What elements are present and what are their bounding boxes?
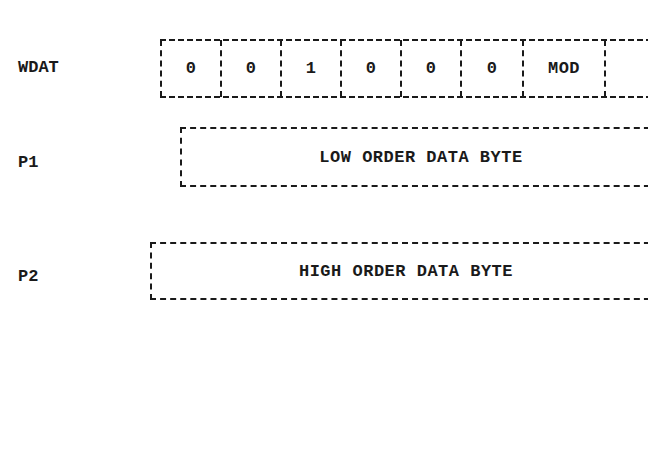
bit-value: 0 <box>426 59 437 78</box>
bit-field-cell: 0 <box>160 40 220 97</box>
bit-value: 0 <box>246 59 257 78</box>
register-name: WDAT <box>18 58 59 77</box>
register-name: P2 <box>18 267 38 286</box>
bit-value: 0 <box>487 59 498 78</box>
bit-value: 0 <box>366 59 377 78</box>
bit-field-cell: 0 <box>340 40 400 97</box>
bit-value: MOD <box>548 59 580 78</box>
register-name: P1 <box>18 153 38 172</box>
bit-field-cell: 0 <box>460 40 522 97</box>
field-text: LOW ORDER DATA BYTE <box>319 148 522 167</box>
data-byte-box: HIGH ORDER DATA BYTE <box>150 242 648 300</box>
bit-value: 0 <box>186 59 197 78</box>
bit-field-cell: 1 <box>280 40 340 97</box>
data-byte-box: LOW ORDER DATA BYTE <box>180 127 648 187</box>
bit-field-cell: 0 <box>400 40 460 97</box>
field-text: HIGH ORDER DATA BYTE <box>299 262 513 281</box>
row-bottom <box>160 96 648 98</box>
bit-field-cell: 0 <box>220 40 280 97</box>
bit-field-cell: MOD <box>522 40 606 97</box>
bit-value: 1 <box>306 59 317 78</box>
